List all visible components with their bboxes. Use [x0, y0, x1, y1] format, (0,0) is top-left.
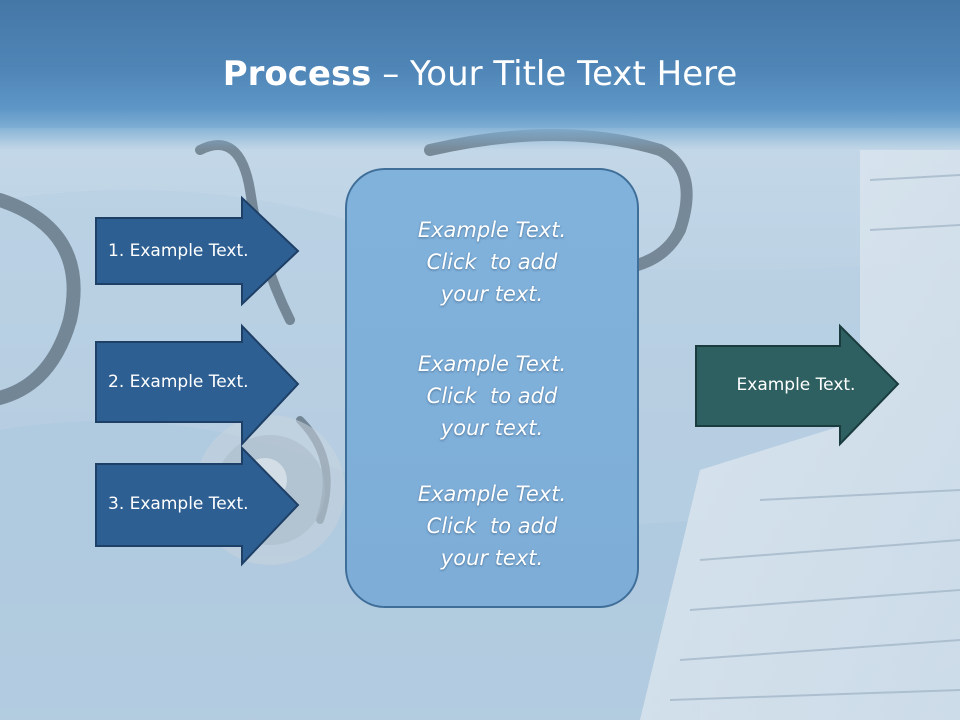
center-panel-text-3: Example Text. Click to add your text.: [347, 478, 637, 574]
right-arrow[interactable]: Example Text.: [695, 323, 900, 447]
center-panel-text-2: Example Text. Click to add your text.: [347, 348, 637, 444]
center-panel-2-line2: Click to add: [426, 384, 558, 408]
title-band: Process – Your Title Text Here: [0, 0, 960, 150]
center-panel-3-line3: your text.: [440, 546, 544, 570]
center-panel-1-line3: your text.: [440, 282, 544, 306]
left-arrow-3-shape: [95, 445, 300, 567]
slide-title-rest: – Your Title Text Here: [371, 54, 738, 94]
right-arrow-label: Example Text.: [736, 375, 856, 395]
center-panel-1-line2: Click to add: [426, 250, 558, 274]
center-panel-2-line1: Example Text.: [417, 352, 567, 376]
center-panel-1-line1: Example Text.: [417, 218, 567, 242]
left-arrow-1-shape: [95, 195, 300, 307]
center-panel-3-line1: Example Text.: [417, 482, 567, 506]
left-arrow-3[interactable]: 3. Example Text.: [95, 445, 300, 567]
center-panel[interactable]: Example Text. Click to add your text. Ex…: [345, 168, 639, 608]
left-arrow-1[interactable]: 1. Example Text.: [95, 195, 300, 307]
left-arrow-1-label: 1. Example Text.: [108, 241, 249, 261]
left-arrow-2[interactable]: 2. Example Text.: [95, 323, 300, 447]
slide-title-bold: Process: [222, 54, 372, 94]
center-panel-2-line3: your text.: [440, 416, 544, 440]
left-arrow-2-label: 2. Example Text.: [108, 372, 249, 392]
left-arrow-2-shape: [95, 323, 300, 447]
center-panel-3-line2: Click to add: [426, 514, 558, 538]
center-panel-text-1: Example Text. Click to add your text.: [347, 214, 637, 310]
right-arrow-shape: [695, 323, 900, 447]
left-arrow-3-label: 3. Example Text.: [108, 494, 249, 514]
slide-title: Process – Your Title Text Here: [0, 52, 960, 96]
